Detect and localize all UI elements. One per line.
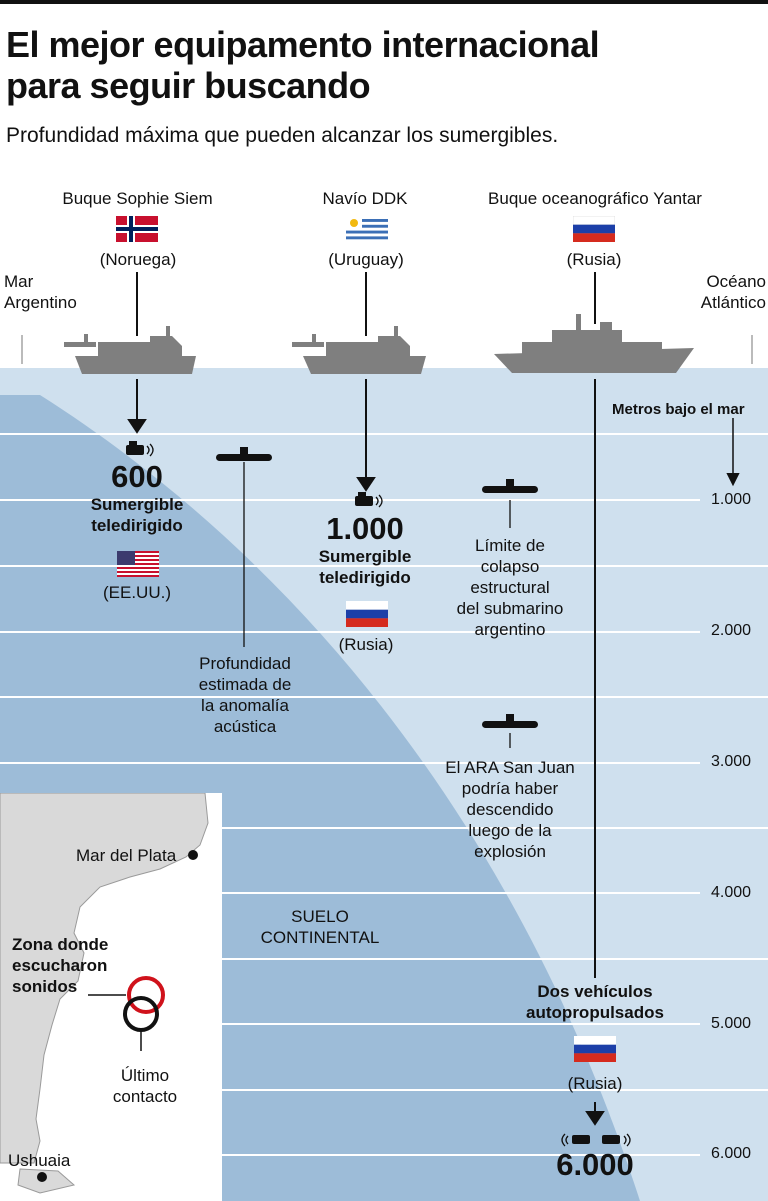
russia-flag-icon [574,1036,616,1062]
last-contact-ring [123,996,159,1032]
anomaly-line-1: Profundidad [199,654,291,673]
submersible-600-depth: 600 [111,459,163,494]
ushuaia-dot [37,1172,47,1182]
san-juan-line-1: El ARA San Juan [445,758,575,777]
ship-1-name: Buque Sophie Siem [62,189,213,208]
depth-tick-4000: 4.000 [711,884,752,901]
anomaly-annotation: Profundidad estimada de la anomalía acús… [170,653,320,737]
page-title: El mejor equipamento internacional para … [6,24,600,106]
ushuaia-label: Ushuaia [8,1151,71,1170]
ship-3-country: (Rusia) [566,250,622,269]
collapse-line-5: argentino [474,620,546,639]
zone-line-2: escucharon [12,956,108,975]
norway-flag-icon [116,216,158,242]
usa-flag-icon [117,551,159,577]
depth-tick-3000: 3.000 [711,753,752,770]
san-juan-line-5: explosión [474,842,546,861]
san-juan-annotation: El ARA San Juan podría haber descendido … [430,757,590,862]
submersible-1000-country: (Rusia) [338,635,394,654]
depth-axis-title: Metros bajo el mar [612,401,745,418]
collapse-annotation: Límite de colapso estructural del submar… [435,535,585,640]
argentina-coast [0,793,209,1164]
submersible-6000-label-2: autopropulsados [526,1003,664,1022]
uruguay-flag-icon [346,216,388,242]
top-rule [0,0,768,4]
shelf-line-1: SUELO [291,907,349,926]
ship-2-country: (Uruguay) [328,250,404,269]
submersible-600-label-1: Sumergible [90,495,184,514]
submersible-1000-label-1: Sumergible [318,547,412,566]
submarine-icons [216,447,538,728]
ship-ddk-icon [292,326,426,374]
submersible-6000-depth: 6.000 [556,1147,634,1182]
submersible-1000-label-2: teledirigido [319,568,411,587]
submersible-600-country: (EE.UU.) [103,583,171,602]
sound-zone-label: Zona donde escucharon sonidos [12,934,108,997]
russia-flag-icon [346,601,388,627]
collapse-line-3: estructural [470,578,550,597]
anomaly-line-2: estimada de [198,675,292,694]
san-juan-line-4: luego de la [468,821,552,840]
oceano-atlantico-label: Océano Atlántico [701,271,766,313]
mar-del-plata-dot [188,850,198,860]
mar-del-plata-label: Mar del Plata [76,846,177,865]
russia-flag-icon [573,216,615,242]
submersible-6000-country: (Rusia) [567,1074,623,1093]
submersible-6000-label-1: Dos vehículos [537,982,653,1001]
submersible-1000: 1.000 Sumergible teledirigido [290,512,440,588]
submersible-1000-depth: 1.000 [326,511,404,546]
descent-arrows [127,379,740,1126]
ship-3-name: Buque oceanográfico Yantar [488,189,702,208]
inset-map-drawing [0,793,209,1194]
continental-shelf-label: SUELO CONTINENTAL [240,906,400,948]
last-contact-line-1: Último [120,1066,170,1085]
zone-line-1: Zona donde [12,935,109,954]
san-juan-line-2: podría haber [461,779,559,798]
collapse-line-2: colapso [480,557,540,576]
ship-sophie-siem-icon [64,326,196,374]
edge-left-line-2: Argentino [4,293,77,312]
submersible-600: 600 Sumergible teledirigido [62,460,212,536]
zone-line-3: sonidos [12,977,78,996]
depth-tick-1000: 1.000 [711,491,752,508]
ship-1-country: (Noruega) [99,250,177,269]
title-line-1: El mejor equipamento internacional [6,24,600,65]
sound-zone-ring [127,976,165,1014]
last-contact-label: Último contacto [95,1065,195,1107]
ship-2-name: Navío DDK [322,189,408,208]
depth-tick-2000: 2.000 [711,622,752,639]
rov-icons [126,441,631,1147]
submersible-6000-label: Dos vehículos autopropulsados [495,981,695,1023]
anomaly-line-3: la anomalía [201,696,289,715]
edge-right-line-2: Atlántico [700,293,766,312]
shelf-line-2: CONTINENTAL [260,928,380,947]
collapse-line-1: Límite de [475,536,545,555]
subtitle: Profundidad máxima que pueden alcanzar l… [6,124,559,147]
mar-argentino-label: Mar Argentino [4,271,77,313]
collapse-line-4: del submarino [456,599,564,618]
edge-left-line-1: Mar [4,272,34,291]
depth-tick-5000: 5.000 [711,1015,752,1032]
ship-yantar-icon [494,314,694,373]
anomaly-line-4: acústica [213,717,277,736]
san-juan-line-3: descendido [466,800,554,819]
title-line-2: para seguir buscando [6,65,371,106]
last-contact-line-2: contacto [112,1087,178,1106]
edge-right-line-1: Océano [706,272,766,291]
depth-tick-6000: 6.000 [711,1145,752,1162]
tierra-del-fuego [17,1168,76,1194]
submersible-600-label-2: teledirigido [91,516,183,535]
